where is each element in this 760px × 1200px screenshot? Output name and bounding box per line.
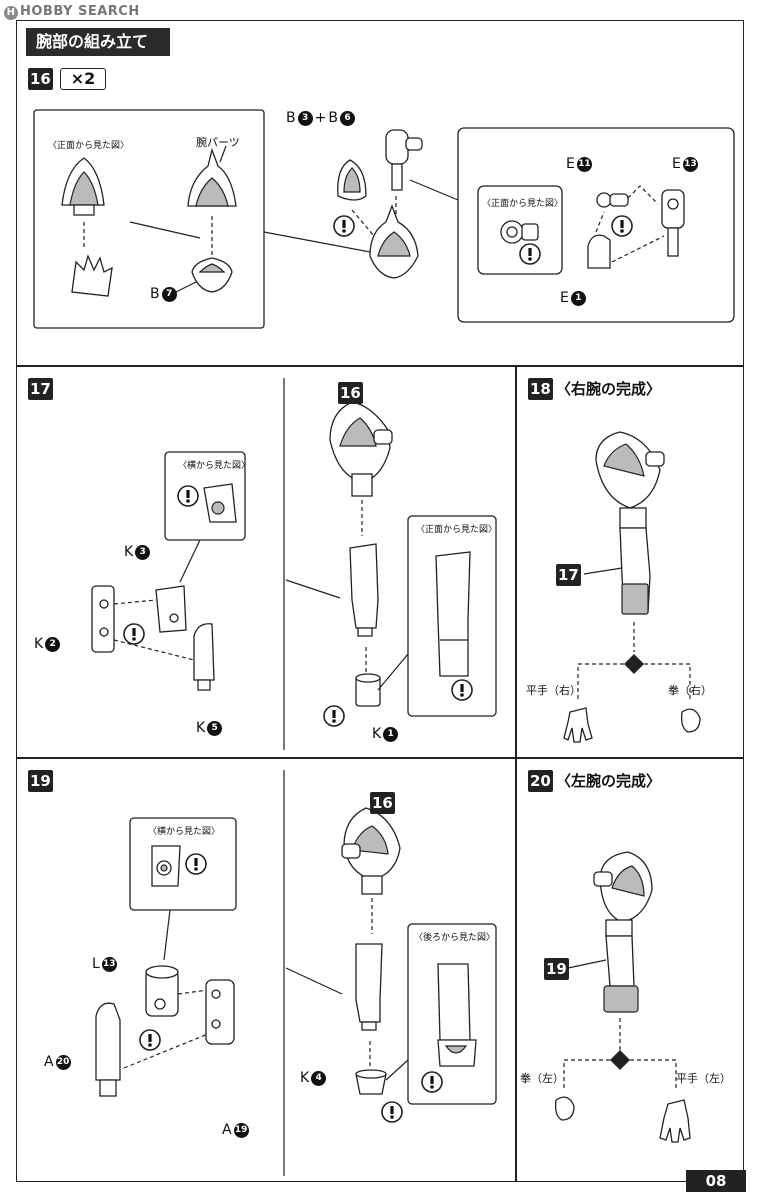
step16-number: 16 (28, 68, 53, 90)
forearm-back-view-drawing (437, 963, 477, 1067)
forearm-front-view-drawing (435, 551, 471, 677)
upper-arm-16-drawing (329, 401, 393, 497)
step20-ref19: 19 (544, 958, 569, 980)
step17-panel (16, 366, 516, 758)
b3-shell-drawing (337, 159, 367, 201)
step19-panel (16, 758, 516, 1182)
forearm-19-drawing (355, 943, 383, 1031)
k5-part-drawing (193, 623, 215, 691)
arm-parts-drawing (187, 147, 237, 207)
fist-right-label: 拳（右） (668, 684, 712, 697)
exclamation-circle-icon (519, 243, 541, 265)
step16-front-view-label: 〈正面から見た図〉 (48, 141, 130, 151)
exclamation-circle-icon (185, 853, 207, 875)
exclamation-circle-icon (177, 485, 199, 507)
open-hand-left-icon (659, 1099, 691, 1143)
upper-arm-assembly-drawing (369, 204, 419, 279)
left-arm-complete-drawing (593, 851, 653, 1013)
step18-title: 〈右腕の完成〉 (556, 380, 662, 398)
hand-armor-drawing (71, 254, 113, 297)
step19-ref16: 16 (370, 792, 395, 814)
k3-side-view-drawing (203, 483, 237, 523)
step16-multiplier: ×2 (60, 68, 106, 90)
exclamation-circle-icon (421, 1071, 443, 1093)
e1-part-drawing (587, 234, 611, 269)
open-hand-left-label: 平手（左） (676, 1072, 731, 1085)
step17-ref16: 16 (338, 382, 363, 404)
page-number: 08 (686, 1170, 746, 1192)
exclamation-circle-icon (123, 623, 145, 645)
hand-selector-diamond-left-icon (610, 1050, 630, 1070)
k3-part-drawing (155, 585, 187, 633)
a19-part-drawing (205, 979, 235, 1045)
step19-side-view-label: 〈横から見た図〉 (148, 827, 221, 837)
step19-side-view-box (129, 817, 237, 911)
exclamation-circle-icon (451, 679, 473, 701)
step17-front-view-label: 〈正面から見た図〉 (416, 525, 498, 535)
section-title: 腕部の組み立て (26, 28, 170, 56)
fist-left-label: 拳（左） (520, 1072, 564, 1085)
exclamation-circle-icon (333, 215, 355, 237)
step18-ref17: 17 (556, 564, 581, 586)
elbow-side-view-box (477, 185, 563, 275)
step20-number: 20 (528, 770, 553, 792)
step20-panel (516, 758, 744, 1182)
right-arm-complete-drawing (595, 431, 665, 615)
open-hand-right-label: 平手（右） (526, 684, 581, 697)
l13-part-drawing (145, 965, 179, 1017)
exclamation-circle-icon (323, 705, 345, 727)
step20-title: 〈左腕の完成〉 (556, 772, 662, 790)
hand-selector-diamond-icon (624, 654, 644, 674)
step18-number: 18 (528, 378, 553, 400)
b7-part-drawing (191, 257, 233, 293)
l13-side-view-drawing (151, 845, 181, 887)
b6-elbow-drawing (385, 129, 423, 191)
k2-part-drawing (91, 585, 115, 653)
upper-arm-16-left-drawing (341, 807, 401, 895)
a20-part-drawing (95, 1002, 121, 1097)
k1-part-drawing (355, 673, 381, 707)
k4-part-drawing (355, 1069, 387, 1095)
step17-number: 17 (28, 378, 53, 400)
step18-panel (516, 366, 744, 758)
fist-left-icon (554, 1096, 575, 1121)
step19-back-view-label: 〈後ろから見た図〉 (414, 933, 496, 943)
exclamation-circle-icon (139, 1029, 161, 1051)
step16-panel (16, 20, 744, 366)
forearm-17-drawing (349, 543, 379, 637)
e13-part-drawing (661, 189, 685, 257)
e11-joint-drawing (596, 192, 629, 208)
step17-side-view-label: 〈横から見た図〉 (178, 461, 251, 471)
exclamation-circle-icon (381, 1101, 403, 1123)
open-hand-right-icon (563, 707, 593, 743)
step19-number: 19 (28, 770, 53, 792)
fist-right-icon (680, 708, 701, 733)
arm-parts-label: 腕パーツ (196, 136, 240, 149)
armor-front-view-drawing (61, 157, 105, 216)
step16-elbow-view-label: 〈正面から見た図〉 (482, 199, 564, 209)
exclamation-circle-icon (611, 215, 633, 237)
